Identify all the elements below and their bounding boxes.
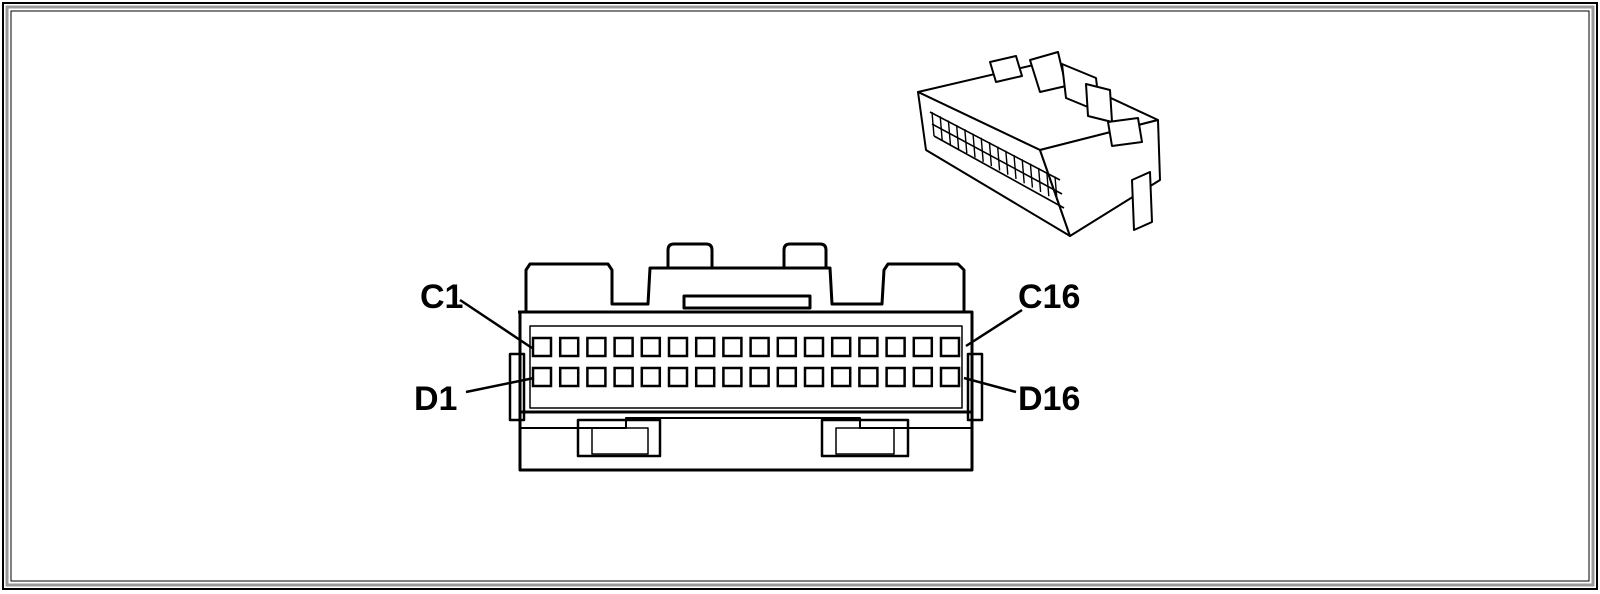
- pin-cavity-d16: [939, 366, 961, 388]
- thumbnail-divider: [996, 146, 1001, 171]
- pin-cavity-d14: [885, 366, 906, 388]
- leader-d16: [963, 376, 1017, 394]
- pin-cavity-d5: [640, 366, 662, 388]
- thumbnail-divider: [988, 142, 993, 167]
- pin-cavity-c14: [885, 336, 906, 358]
- pin-cavity-c8: [722, 336, 743, 358]
- pin-cavity-d6: [667, 366, 689, 388]
- leader-c1: [459, 298, 533, 350]
- thumbnail-divider: [1021, 159, 1025, 184]
- pin-cavity-d2: [558, 366, 580, 388]
- pin-cavity-c4: [613, 336, 634, 358]
- pin-cavity-c1: [531, 336, 553, 358]
- thumbnail-divider: [964, 129, 968, 154]
- label-c1: C1: [420, 278, 463, 316]
- leader-lines: [459, 298, 1023, 394]
- thumbnail-divider: [947, 120, 952, 145]
- connector-isometric-thumbnail: [917, 51, 1161, 237]
- pin-cavity-c12: [830, 336, 852, 358]
- label-d16: D16: [1018, 380, 1080, 418]
- pin-cavity-c16: [939, 336, 961, 358]
- pin-cavity-d9: [749, 366, 770, 388]
- lock-bar: [682, 294, 812, 310]
- connector-front-view: [508, 242, 984, 472]
- label-d1: D1: [414, 380, 457, 418]
- thumbnail-divider: [939, 116, 943, 141]
- thumbnail-divider: [1029, 163, 1034, 188]
- thumbnail-divider: [931, 111, 935, 137]
- pin-cavity-d10: [776, 366, 798, 388]
- pin-cavity-c9: [749, 336, 770, 358]
- pin-cavity-c6: [667, 336, 689, 358]
- pin-cavity-d4: [613, 366, 634, 388]
- pin-cavity-d7: [694, 366, 716, 388]
- pin-cavity-d11: [803, 366, 825, 388]
- pin-cavity-c10: [776, 336, 798, 358]
- label-c16: C16: [1018, 278, 1080, 316]
- thumbnail-divider: [1054, 176, 1058, 201]
- housing-face: [518, 310, 974, 414]
- pin-cavity-c11: [803, 336, 825, 358]
- thumbnail-cavity-dividers: [931, 111, 1058, 201]
- thumbnail-divider: [1013, 154, 1017, 180]
- top-left-tab: [666, 242, 714, 268]
- housing-bottom-skirt: [518, 412, 974, 472]
- leader-d1: [465, 376, 535, 394]
- pin-cavity-c5: [640, 336, 662, 358]
- pin-cavity-d3: [586, 366, 607, 388]
- pin-cavity-c3: [586, 336, 607, 358]
- housing-top-profile: [518, 262, 972, 314]
- pin-cavity-d1: [531, 366, 553, 388]
- bottom-left-latch: [576, 418, 662, 458]
- pin-cavity-d8: [722, 366, 743, 388]
- pin-cavity-d13: [858, 366, 879, 388]
- pin-cavity-d15: [912, 366, 934, 388]
- pin-cavity-c7: [694, 336, 716, 358]
- leader-c16: [965, 308, 1023, 348]
- pin-cavity-c2: [558, 336, 580, 358]
- pin-cavity-c15: [912, 336, 934, 358]
- pin-cavity-grid: [531, 336, 961, 388]
- thumbnail-divider: [1037, 167, 1042, 192]
- thumbnail-divider: [1005, 150, 1009, 175]
- thumbnail-divider: [1046, 172, 1050, 197]
- thumbnail-divider: [980, 137, 984, 162]
- pin-cavity-c13: [858, 336, 879, 358]
- thumbnail-divider: [955, 124, 960, 149]
- thumbnail-divider: [972, 133, 976, 158]
- top-right-tab: [782, 242, 828, 268]
- pin-cavity-d12: [830, 366, 852, 388]
- bottom-right-latch: [820, 418, 910, 458]
